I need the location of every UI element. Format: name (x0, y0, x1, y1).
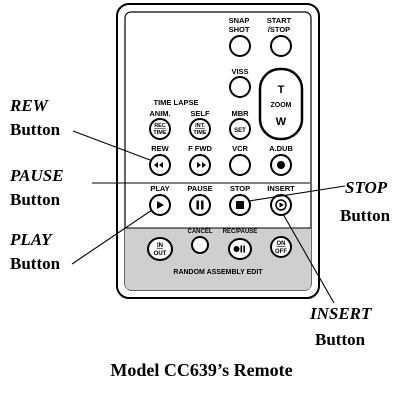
ffwd-icon (197, 162, 206, 168)
adub-label: A.DUB (269, 144, 293, 153)
insert-callout-suffix: Button (315, 330, 366, 349)
stop-leader-line (248, 185, 346, 202)
time-key-text: TIME (153, 130, 166, 136)
startstop-button[interactable] (270, 35, 292, 57)
zoom-rocker[interactable] (258, 67, 304, 141)
play-callout-name: PLAY (10, 230, 52, 249)
stop-icon (236, 201, 244, 209)
play-callout-suffix: Button (10, 254, 61, 273)
zoom-t-label: T (278, 84, 285, 96)
viss-button[interactable] (229, 76, 251, 98)
pause-icon-right (201, 200, 204, 210)
timelapse-label: TIME LAPSE (153, 98, 198, 107)
startstop-label-1: START (267, 16, 292, 25)
zoom-w-label: W (276, 116, 287, 128)
rec-dot-icon (233, 246, 240, 252)
pause-label: PAUSE (187, 184, 212, 193)
set-key-text: SET (234, 128, 246, 134)
diagram-caption: Model CC639’s Remote (110, 360, 293, 380)
rec-time-button[interactable] (149, 118, 171, 140)
snapshot-button[interactable] (229, 35, 251, 57)
rew-icon (154, 162, 163, 168)
cancel-button[interactable] (191, 236, 209, 254)
adub-dot-icon (277, 161, 285, 169)
insert-label: INSERT (267, 184, 295, 193)
int-time-key-text: TIME (193, 130, 206, 136)
startstop-label-2: /STOP (268, 25, 290, 34)
self-label: SELF (190, 109, 210, 118)
snapshot-label-1: SNAP (229, 16, 250, 25)
in-out-button[interactable] (147, 237, 173, 261)
play-label: PLAY (150, 184, 169, 193)
rec-key-text: REC (154, 123, 166, 129)
recpause-label: REC/PAUSE (223, 229, 258, 235)
pause-bar-right-icon (243, 245, 245, 253)
rew-label: REW (151, 144, 169, 153)
play-icon (157, 201, 164, 209)
out-key-text: OUT (154, 251, 167, 257)
pause-button[interactable] (189, 194, 211, 216)
off-key-text: OFF (275, 249, 287, 255)
stop-callout-name: STOP (345, 178, 388, 197)
int-key-text: INT. (195, 123, 205, 129)
zoom-label: ZOOM (271, 102, 292, 109)
vcr-button[interactable] (229, 154, 251, 176)
snapshot-label-2: SHOT (229, 25, 250, 34)
viss-label: VISS (231, 67, 248, 76)
insert-leader-line (282, 213, 335, 304)
cancel-label: CANCEL (188, 229, 213, 235)
pause-callout-suffix: Button (10, 190, 61, 209)
rew-callout-name: REW (10, 96, 48, 115)
vcr-label: VCR (232, 144, 248, 153)
mbr-label: MBR (231, 109, 249, 118)
pause-callout-name: PAUSE (10, 166, 64, 185)
insert-callout-name: INSERT (310, 304, 372, 323)
ffwd-label: F FWD (188, 144, 212, 153)
insert-icon-arrow (279, 202, 284, 208)
play-leader-line (71, 209, 153, 265)
mbr-set-button[interactable] (229, 118, 251, 140)
stop-label: STOP (230, 184, 250, 193)
stop-callout-suffix: Button (340, 206, 391, 225)
random-assembly-edit-label: RANDOM ASSEMBLY EDIT (173, 269, 263, 276)
recpause-button[interactable] (228, 238, 252, 260)
pause-icon-left (196, 200, 199, 210)
pause-bar-left-icon (240, 245, 243, 253)
anim-label: ANIM. (149, 109, 170, 118)
rew-leader-line (72, 130, 151, 161)
in-key-text: IN (157, 243, 163, 249)
int-time-button[interactable] (189, 118, 211, 140)
on-key-text: ON (277, 241, 286, 247)
rew-callout-suffix: Button (10, 120, 61, 139)
onoff-button[interactable] (270, 236, 292, 258)
